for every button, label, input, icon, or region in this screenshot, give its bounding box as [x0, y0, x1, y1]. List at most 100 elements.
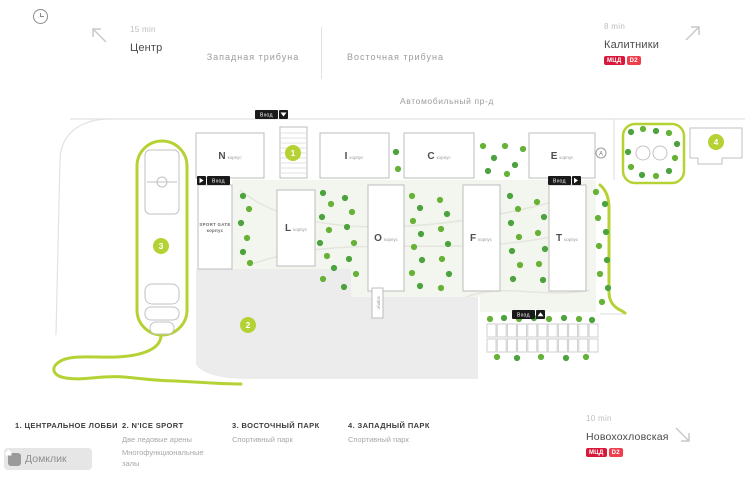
tree-icon: [519, 145, 527, 153]
marker-2-nice-sport[interactable]: 2: [240, 317, 256, 333]
tree-icon: [416, 282, 424, 290]
tree-icon: [417, 230, 425, 238]
tree-icon: [671, 154, 679, 162]
parking-stalls: [486, 323, 599, 353]
tree-icon: [479, 142, 487, 150]
svg-text:4: 4: [714, 137, 719, 147]
mcd-badge: МЦД D2: [586, 448, 669, 457]
tree-icon: [652, 172, 660, 180]
sport-gate-sub: корпус: [207, 228, 224, 233]
tree-icon: [493, 353, 501, 361]
tree-icon: [595, 242, 603, 250]
tree-icon: [604, 284, 612, 292]
markers[interactable]: 1 2 3 4: [153, 134, 724, 333]
park-structure: [149, 321, 175, 335]
tree-icon: [513, 354, 521, 362]
svg-text:1: 1: [291, 148, 296, 158]
legend-title: 4. ЗАПАДНЫЙ ПАРК: [348, 421, 430, 430]
parking-stall: [527, 338, 538, 353]
domclick-watermark[interactable]: Домклик: [4, 448, 92, 470]
tree-icon: [438, 255, 446, 263]
house-icon: [5, 449, 21, 466]
entrance-label: Вход: [212, 179, 225, 185]
parking-stall: [578, 338, 589, 353]
svg-text:2: 2: [246, 320, 251, 330]
parking-stall: [568, 323, 579, 338]
entrance-top: Вход: [255, 110, 288, 119]
tree-icon: [514, 205, 522, 213]
building-o: [367, 184, 405, 292]
building-l: [276, 189, 316, 267]
trees: [237, 125, 681, 362]
tree-icon: [239, 248, 247, 256]
tree-icon: [318, 213, 326, 221]
marker-4-west-park[interactable]: 4: [708, 134, 724, 150]
stand-divider: [321, 27, 322, 79]
parking-stall: [486, 323, 497, 338]
tree-icon: [537, 353, 545, 361]
tree-icon: [507, 219, 515, 227]
legend-sub: Спортивный парк: [348, 435, 409, 444]
tree-icon: [515, 233, 523, 241]
lime-road-bottom: [52, 333, 243, 386]
direction-novokhokhlovskaya: 10 min Новохохловская МЦД D2: [586, 414, 669, 457]
tree-icon: [639, 125, 647, 133]
tree-icon: [416, 204, 424, 212]
tree-icon: [541, 245, 549, 253]
playground-circle: [652, 145, 668, 161]
park-structure: [144, 306, 180, 321]
parking-stall: [486, 338, 497, 353]
legend-title: 1. ЦЕНТРАЛЬНОЕ ЛОББИ: [15, 421, 118, 430]
legend-title: 3. ВОСТОЧНЫЙ ПАРК: [232, 421, 320, 430]
tree-icon: [408, 269, 416, 277]
tree-icon: [343, 223, 351, 231]
parking-stall: [557, 338, 568, 353]
clock-icon: [33, 9, 48, 24]
building-f: [462, 184, 501, 292]
tree-icon: [341, 194, 349, 202]
parking-stall: [496, 323, 507, 338]
direction-time: 10 min: [586, 414, 612, 423]
tree-icon: [500, 314, 508, 322]
mcd-badge: МЦД D2: [604, 56, 659, 65]
direction-label: Калитники: [604, 39, 660, 51]
parking-stall: [568, 338, 579, 353]
legend-item-nice-sport: 2. N'ICE SPORT Две ледовые арены Многофу…: [122, 421, 214, 470]
street-label: Автомобильный пр-д: [400, 96, 494, 106]
tree-icon: [319, 275, 327, 283]
parking-stall: [506, 323, 517, 338]
tree-icon: [409, 217, 417, 225]
tree-icon: [652, 127, 660, 135]
lime-road-right: [598, 183, 627, 315]
tree-icon: [575, 315, 583, 323]
east-park-details: [144, 149, 180, 335]
small-korpus-label: корпус: [377, 297, 382, 310]
tree-icon: [243, 234, 251, 242]
marker-1-lobby[interactable]: 1: [285, 145, 301, 161]
parking-stall: [537, 323, 548, 338]
entrance-label: Вход: [517, 313, 530, 319]
tree-icon: [325, 226, 333, 234]
tree-icon: [508, 247, 516, 255]
tree-icon: [582, 353, 590, 361]
tree-icon: [627, 163, 635, 171]
parking-stall: [547, 338, 558, 353]
tree-icon: [602, 228, 610, 236]
tree-icon: [598, 298, 606, 306]
tree-icon: [535, 260, 543, 268]
parking-stall: [557, 323, 568, 338]
east-stand-label: Восточная трибуна: [347, 52, 444, 62]
legend-item-east-park: 3. ВОСТОЧНЫЙ ПАРК Спортивный парк: [232, 421, 320, 446]
entrances: Вход Вход Вход Вход: [197, 110, 581, 319]
arrow-up-right-icon: [685, 26, 700, 41]
parking-area: [486, 323, 599, 353]
marker-3-east-park[interactable]: 3: [153, 238, 169, 254]
tree-icon: [603, 256, 611, 264]
tree-icon: [246, 259, 254, 267]
